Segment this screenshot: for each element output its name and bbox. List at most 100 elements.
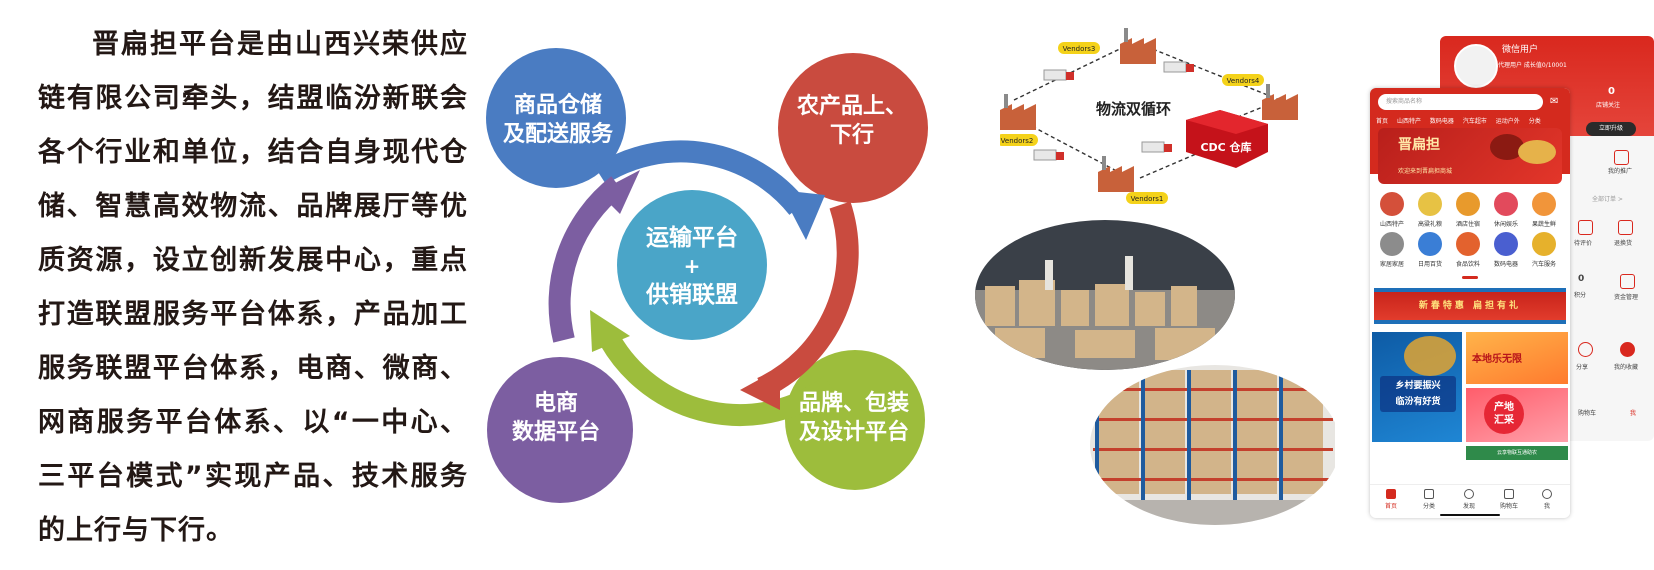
nav-category[interactable]: 分类 [1414, 489, 1444, 510]
favorites-label: 我的收藏 [1614, 364, 1639, 371]
vendor-tag: Vendors3 [1058, 42, 1100, 54]
grid-icon [1424, 489, 1434, 499]
promo-origin-badge: 产地 汇采 [1484, 394, 1524, 434]
refund-label: 退换货 [1614, 240, 1633, 247]
home-banner[interactable]: 晋扁担 欢迎来到晋扁担商城 [1378, 128, 1562, 184]
warehouse-photo-interior [975, 220, 1235, 370]
review-label: 待评价 [1574, 240, 1593, 247]
avatar [1454, 44, 1498, 88]
cart-icon [1504, 489, 1514, 499]
profile-user-sub: 代理用户 成长值0/10001 [1498, 62, 1567, 69]
category-item[interactable]: 休闲娱乐 [1488, 192, 1524, 228]
purple-arrowhead [598, 170, 640, 214]
promo-local-fun[interactable]: 本地乐无限 [1466, 332, 1568, 384]
svg-text:Vendors4: Vendors4 [1227, 77, 1260, 85]
category-item[interactable]: 山西特产 [1374, 192, 1410, 228]
refund-icon[interactable] [1618, 220, 1633, 235]
category-item[interactable]: 果蔬生鲜 [1526, 192, 1562, 228]
upgrade-button[interactable]: 立即升级 [1586, 122, 1636, 136]
profile-count: 0 [1608, 86, 1615, 97]
factory-icon [1262, 84, 1298, 120]
user-icon [1542, 489, 1552, 499]
review-icon[interactable] [1578, 220, 1593, 235]
home-indicator [1440, 514, 1500, 516]
blue-label-line2: 及配送服务 [503, 121, 614, 147]
promo-strip[interactable]: 云享物联互通助农 [1466, 446, 1568, 460]
tab-digital[interactable]: 数码电器 [1429, 118, 1454, 125]
funds-icon[interactable] [1620, 274, 1635, 289]
profile-user-name: 微信用户 [1502, 45, 1539, 55]
vendor-tag: Vendors1 [1126, 192, 1168, 204]
cake-image [1518, 140, 1556, 164]
tab-home[interactable]: 首页 [1376, 118, 1389, 125]
purple-petal [487, 357, 633, 503]
nav-me[interactable]: 我 [1532, 489, 1562, 510]
favorites-icon[interactable] [1620, 342, 1635, 357]
factory-icon [1098, 156, 1134, 192]
red-label-line2: 下行 [830, 122, 874, 148]
category-item[interactable]: 日用百货 [1412, 232, 1448, 268]
red-arc [757, 201, 859, 398]
vendor-tag: Vendors2 [1000, 134, 1038, 146]
cdc-label: CDC 仓库 [1200, 140, 1251, 154]
factory-icon [1000, 94, 1036, 130]
profile-count-label: 店铺关注 [1596, 102, 1621, 109]
blue-arc [594, 140, 807, 215]
red-petal [778, 53, 928, 203]
all-orders-link[interactable]: 全部订单 > [1592, 196, 1623, 203]
cart-label[interactable]: 购物车 [1578, 410, 1597, 417]
nav-discover[interactable]: 发现 [1454, 489, 1484, 510]
share-icon[interactable] [1578, 342, 1593, 357]
svg-text:Vendors2: Vendors2 [1001, 137, 1034, 145]
svg-text:Vendors1: Vendors1 [1131, 195, 1164, 203]
red-arrowhead [740, 368, 780, 410]
tab-outdoor[interactable]: 运动户外 [1495, 118, 1520, 125]
promo-origin-sourcing[interactable]: 产地 汇采 [1466, 388, 1568, 442]
tab-shanxi[interactable]: 山西特产 [1396, 118, 1421, 125]
promo-rural-text: 乡村要振兴 临汾有好货 [1380, 376, 1456, 412]
nav-home[interactable]: 首页 [1376, 489, 1406, 510]
search-input[interactable]: 搜索商品名称 [1378, 94, 1543, 110]
category-item[interactable]: 家居家居 [1374, 232, 1410, 268]
truck-icon [1043, 69, 1074, 81]
warehouse-photos [975, 220, 1335, 525]
compass-icon [1464, 489, 1474, 499]
category-item[interactable]: 高粱礼粮 [1412, 192, 1448, 228]
banner-subtitle: 欢迎来到晋扁担商城 [1398, 168, 1453, 175]
carousel-indicator [1462, 276, 1478, 279]
category-tabs: 首页 山西特产 数码电器 汽车超市 运动户外 分类 [1376, 116, 1566, 125]
truck-icon [1141, 141, 1172, 153]
me-label[interactable]: 我 [1630, 410, 1637, 417]
category-item[interactable]: 酒店住宿 [1450, 192, 1486, 228]
green-arc [600, 334, 837, 426]
center-line2: 供销联盟 [645, 281, 738, 308]
warehouse-photo-shelves [1090, 365, 1335, 525]
logistics-title: 物流双循环 [1096, 100, 1171, 118]
promote-icon[interactable] [1614, 150, 1629, 165]
category-item[interactable]: 数码电器 [1488, 232, 1524, 268]
cny-banner[interactable]: 新春特惠 扁担有礼 [1374, 288, 1566, 324]
green-label-line2: 及设计平台 [799, 419, 909, 445]
promo-local-text: 本地乐无限 [1472, 354, 1522, 365]
tab-category[interactable]: 分类 [1528, 118, 1541, 125]
purple-label-line2: 数据平台 [512, 419, 600, 445]
promo-rural-revival[interactable]: 乡村要振兴 临汾有好货 [1372, 332, 1462, 442]
home-icon [1386, 489, 1396, 499]
chat-icon[interactable]: ✉ [1550, 96, 1559, 107]
blue-petal [486, 48, 626, 188]
banner-logo: 晋扁担 [1398, 137, 1440, 153]
category-item[interactable]: 汽车服务 [1526, 232, 1562, 268]
svg-text:Vendors3: Vendors3 [1063, 45, 1096, 53]
truck-icon [1033, 149, 1064, 161]
tab-auto[interactable]: 汽车超市 [1462, 118, 1487, 125]
red-label-line1: 农产品上、 [796, 93, 907, 119]
logistics-loop-diagram: CDC 仓库 物流双循环 Vendors3 Vendors4 Vendors2 … [1000, 28, 1298, 204]
bottom-nav: 首页 分类 发现 购物车 我 [1370, 484, 1570, 515]
nav-cart[interactable]: 购物车 [1494, 489, 1524, 510]
funds-label: 资金管理 [1614, 294, 1639, 301]
dragon-image [1404, 336, 1456, 376]
green-label-line1: 品牌、包装 [799, 390, 909, 416]
shop-phone-screen: 搜索商品名称 ✉ 首页 山西特产 数码电器 汽车超市 运动户外 分类 晋扁担 欢… [1370, 88, 1570, 518]
category-item[interactable]: 食品饮料 [1450, 232, 1486, 268]
blue-arrowhead [780, 190, 825, 240]
